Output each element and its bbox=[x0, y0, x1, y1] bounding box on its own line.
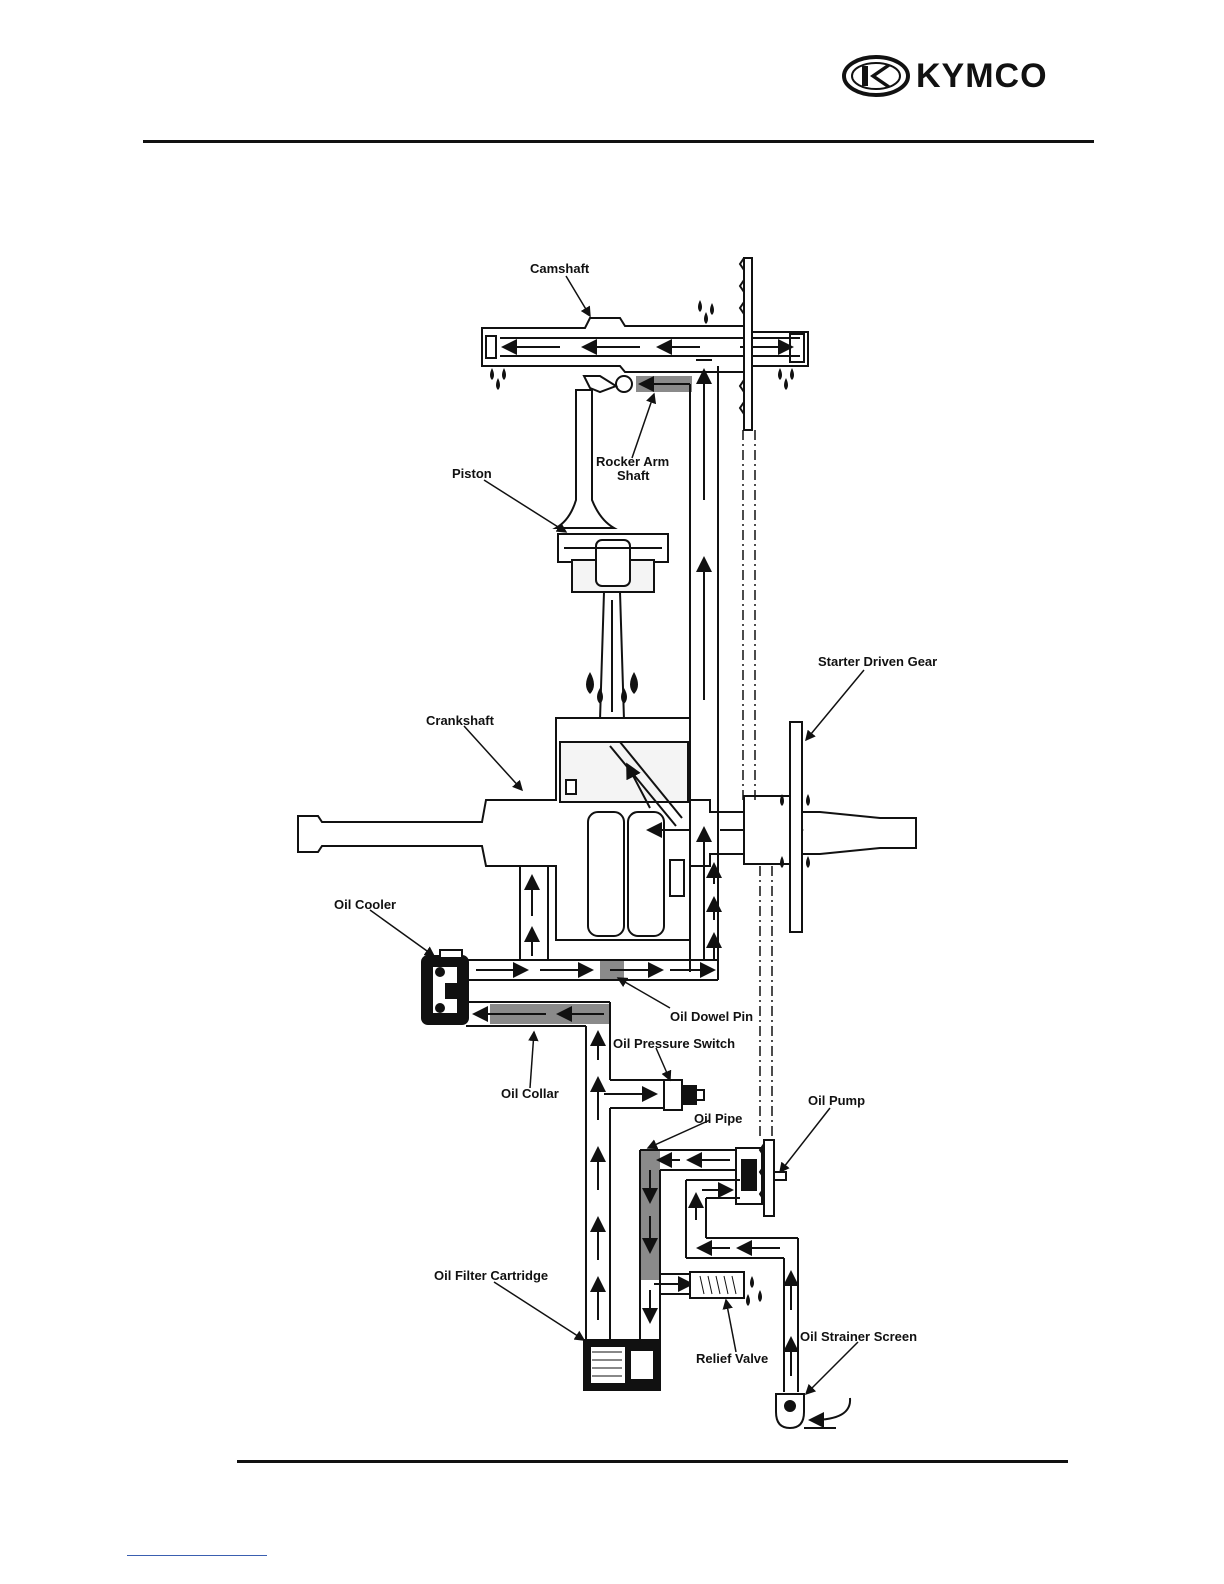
label-oil-dowel-pin: Oil Dowel Pin bbox=[670, 1009, 753, 1024]
main-oil-gallery bbox=[690, 360, 718, 980]
oil-strainer-screen bbox=[776, 1394, 850, 1428]
oil-cooler bbox=[422, 950, 468, 1024]
footer-rule bbox=[237, 1460, 1068, 1463]
oil-collar-line bbox=[466, 1002, 664, 1340]
label-oil-strainer-screen: Oil Strainer Screen bbox=[800, 1329, 917, 1344]
oil-pressure-switch bbox=[664, 1080, 704, 1110]
label-crankshaft: Crankshaft bbox=[426, 713, 495, 728]
label-oil-pressure-switch: Oil Pressure Switch bbox=[613, 1036, 735, 1051]
cam-chain bbox=[743, 430, 772, 1140]
oil-drip-icon bbox=[746, 1276, 762, 1306]
label-piston: Piston bbox=[452, 466, 492, 481]
oil-filter-cartridge bbox=[584, 1340, 660, 1390]
label-camshaft: Camshaft bbox=[530, 261, 590, 276]
label-starter-driven-gear: Starter Driven Gear bbox=[818, 654, 937, 669]
camshaft bbox=[482, 318, 808, 372]
label-oil-filter-cartridge: Oil Filter Cartridge bbox=[434, 1268, 548, 1283]
oil-pump bbox=[736, 1140, 786, 1216]
footer-link-underline bbox=[127, 1555, 267, 1556]
rocker-arm-shaft bbox=[584, 376, 692, 392]
connecting-rod bbox=[600, 592, 624, 720]
oil-pipe bbox=[640, 1150, 740, 1340]
label-rocker-arm-shaft: Rocker Arm bbox=[596, 454, 669, 469]
label-oil-pipe: Oil Pipe bbox=[694, 1111, 742, 1126]
label-oil-collar: Oil Collar bbox=[501, 1086, 559, 1101]
piston bbox=[558, 534, 668, 592]
label-relief-valve: Relief Valve bbox=[696, 1351, 768, 1366]
label-rocker-arm-shaft-line2: Shaft bbox=[617, 468, 650, 483]
label-oil-pump: Oil Pump bbox=[808, 1093, 865, 1108]
relief-valve bbox=[690, 1272, 744, 1298]
label-oil-cooler: Oil Cooler bbox=[334, 897, 396, 912]
starter-driven-gear bbox=[744, 722, 802, 932]
